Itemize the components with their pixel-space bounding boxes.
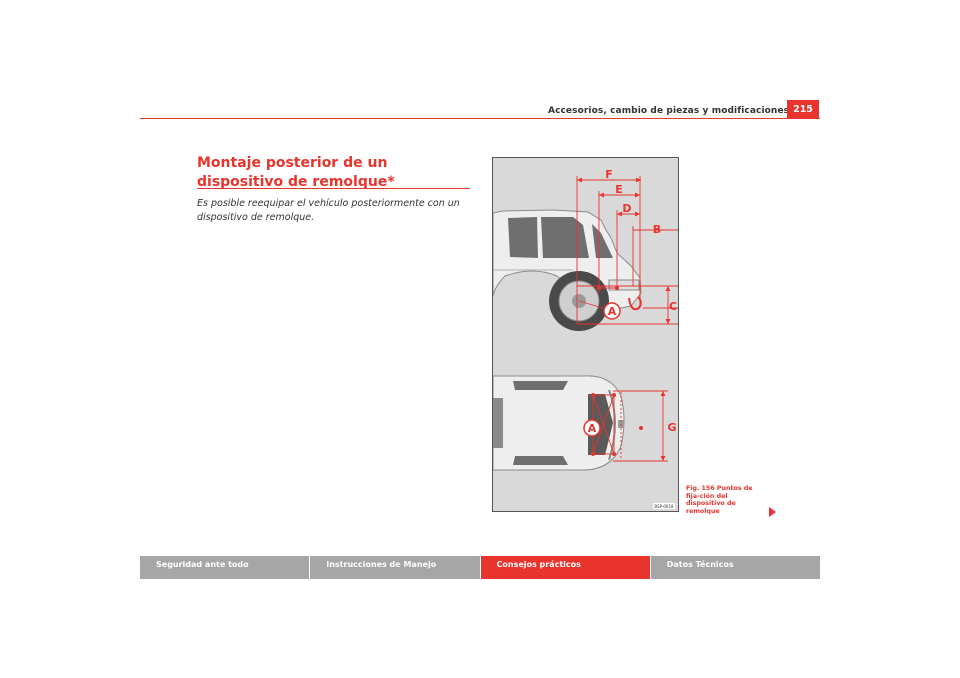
footer-navigation: Seguridad ante todo Instrucciones de Man… [140,556,820,579]
label-g: G [667,421,676,434]
footer-tab-seguridad[interactable]: Seguridad ante todo [140,556,310,579]
footer-tab-datos[interactable]: Datos Técnicos [650,556,820,579]
title-rule [197,188,470,189]
footer-tab-instrucciones[interactable]: Instrucciones de Manejo [310,556,480,579]
fixing-point-markers [591,286,643,456]
intro-text: Es posible reequipar el vehículo posteri… [197,198,460,223]
figure-code: BSP-0018 [654,504,674,509]
running-header: Accesorios, cambio de piezas y modificac… [548,106,790,116]
callout-a-top [583,419,601,437]
section-title: Montaje posterior de un dispositivo de r… [197,155,395,190]
figure-drawing: A A F E D B C G BSP-0018 [493,168,678,509]
page-number: 215 [787,100,819,119]
car-top-view [493,375,625,471]
header-rule [140,118,820,119]
label-b: B [653,223,661,236]
next-page-arrow-icon[interactable] [769,507,776,517]
callout-a-side [603,302,621,320]
side-dimension-lines [576,176,678,325]
label-a-top: A [588,422,597,435]
label-a-side: A [608,305,617,318]
figure-caption: Fig. 156 Puntos de fija-ción del disposi… [686,485,753,515]
footer-tab-consejos[interactable]: Consejos prácticos [480,556,650,579]
label-c: C [669,300,677,313]
label-d: D [622,202,631,215]
dimension-arrowheads [577,177,671,461]
figure-code-box [653,503,675,509]
label-e: E [615,183,623,196]
label-f: F [605,168,613,181]
tow-hitch-figure: A A F E D B C G BSP-0018 [492,157,679,512]
